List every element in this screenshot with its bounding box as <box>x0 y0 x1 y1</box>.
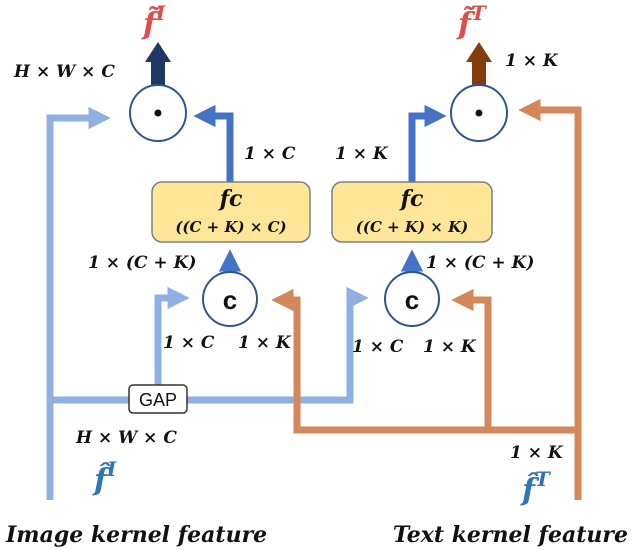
text-output-head <box>466 42 492 62</box>
left-fc-to-multiply-line <box>193 104 234 182</box>
image-kernel-caption: Image kernel feature <box>5 522 267 548</box>
text-input-label: f̂T <box>520 467 552 508</box>
dim-one-k-top: 1 × K <box>505 51 559 71</box>
fc-box-left: fc ((C + K) × C) <box>151 181 311 243</box>
dim-concat-left-k: 1 × K <box>238 333 292 353</box>
dim-hwc-bottom: H × W × C <box>75 428 177 448</box>
dim-one-k-mid: 1 × K <box>335 144 389 164</box>
dim-one-ck-right: 1 × (C + K) <box>426 253 534 273</box>
dim-concat-right-c: 1 × C <box>352 337 404 357</box>
text-trunk-line <box>518 98 582 500</box>
internal-arrows <box>193 104 447 272</box>
gap-label: GAP <box>139 390 177 410</box>
image-output-label: f̃I <box>141 1 166 42</box>
fc-box-right: fc ((C + K) × K) <box>331 181 493 243</box>
multiply-node-left: • <box>129 84 187 142</box>
dim-hwc-top: H × W × C <box>13 62 115 82</box>
text-horizontal-line <box>271 288 578 434</box>
dim-concat-left-c: 1 × C <box>163 333 215 353</box>
output-arrows <box>145 42 492 88</box>
concat-node-right: c <box>384 271 440 327</box>
fc-right-dims: ((C + K) × K) <box>356 218 468 236</box>
text-output-shaft <box>472 60 486 88</box>
gap-to-right-concat-line <box>187 286 369 404</box>
concat-symbol-right: c <box>405 285 419 315</box>
fc-right-title: fc <box>399 186 424 212</box>
fc-left-dims: ((C + K) × C) <box>175 218 286 236</box>
text-feature-paths <box>271 98 582 500</box>
text-output-label: f̃T <box>456 1 488 42</box>
fc-left-title: fc <box>218 186 243 212</box>
image-feature-paths <box>46 106 369 500</box>
image-trunk-line <box>46 106 111 500</box>
dim-concat-right-k: 1 × K <box>423 337 477 357</box>
text-kernel-caption: Text kernel feature <box>393 522 628 548</box>
image-output-shaft <box>151 60 165 88</box>
text-to-right-concat-line <box>451 288 492 430</box>
dim-one-k-bottom: 1 × K <box>510 443 564 463</box>
dim-one-ck-left: 1 × (C + K) <box>88 253 196 273</box>
gap-box: GAP <box>128 384 188 414</box>
multiply-symbol-right: • <box>472 100 486 128</box>
image-input-label: f̂I <box>92 457 117 498</box>
multiply-node-right: • <box>450 84 508 142</box>
image-output-head <box>145 42 171 62</box>
right-fc-to-multiply-line <box>408 104 447 182</box>
concat-symbol-left: c <box>223 285 237 315</box>
dim-one-c-left: 1 × C <box>244 144 296 164</box>
concat-node-left: c <box>202 271 258 327</box>
gap-to-left-concat-line <box>154 286 190 385</box>
multiply-symbol-left: • <box>151 100 165 128</box>
